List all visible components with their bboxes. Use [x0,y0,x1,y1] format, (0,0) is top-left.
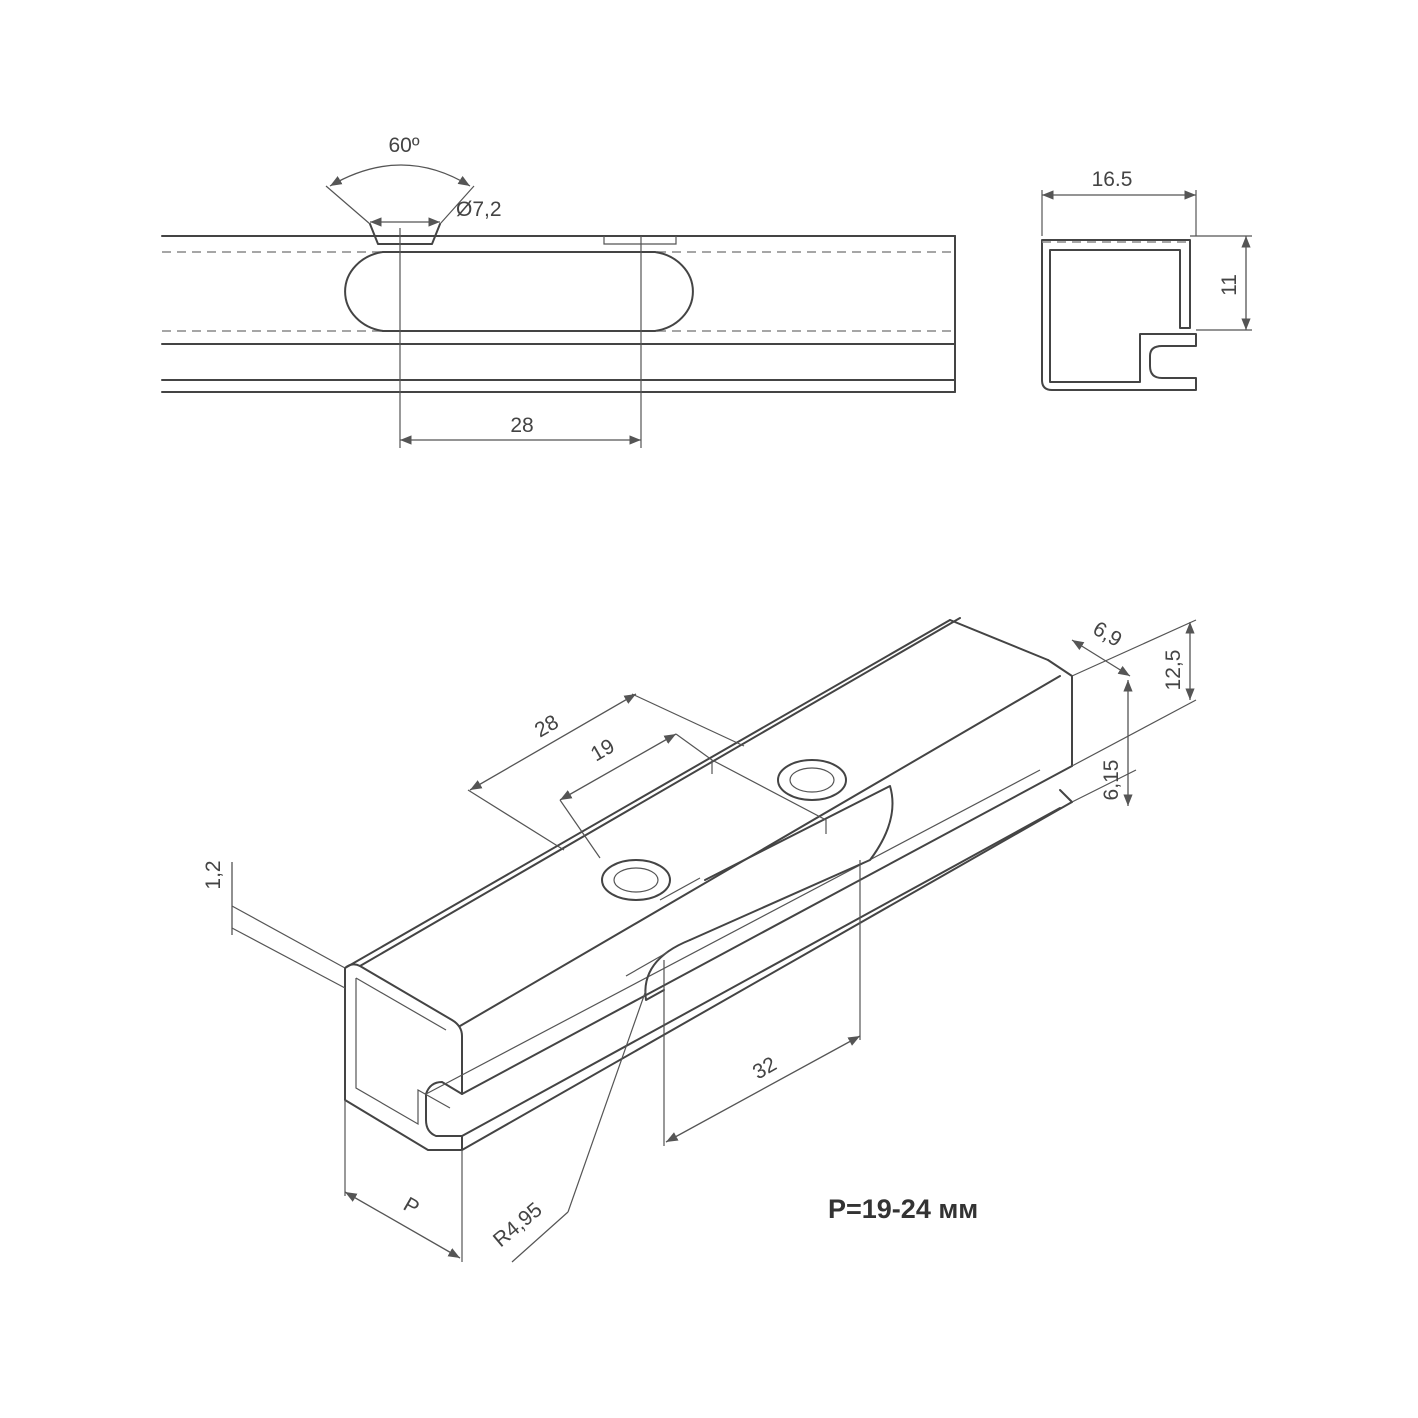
p-range-note: P=19-24 мм [828,1194,978,1224]
section-view: 16.5 11 [1041,168,1252,391]
front-pitch-label: 28 [510,414,533,437]
angle-label: 60º [388,134,419,157]
iso-depth-label: 6,9 [1089,617,1126,652]
hole-diameter-label: Ø7,2 [456,198,502,221]
section-width-label: 16.5 [1092,168,1133,191]
iso-end-profile [344,963,463,1151]
profile-outer [1041,239,1197,391]
iso-hole-far [777,759,847,801]
section-height-label: 11 [1218,274,1241,296]
iso-length-label: 32 [749,1053,781,1085]
slot-outline [344,251,694,332]
front-view: 28 60º Ø7,2 [161,134,956,448]
iso-thickness-label: 1,2 [202,860,225,889]
iso-radius-label: R4,95 [489,1198,547,1252]
iso-slot [689,785,894,941]
iso-hole-near [601,859,671,901]
iso-offset-label: 6,15 [1100,760,1123,801]
isometric-view: 28 19 6,9 12,5 6,15 1,2 32 P [202,617,1197,1263]
iso-pitch-label: 28 [531,711,563,743]
iso-height-label: 12,5 [1162,650,1185,691]
iso-p-label: P [399,1193,423,1220]
iso-slot-label: 19 [587,735,619,767]
hole-countersink [369,223,441,245]
